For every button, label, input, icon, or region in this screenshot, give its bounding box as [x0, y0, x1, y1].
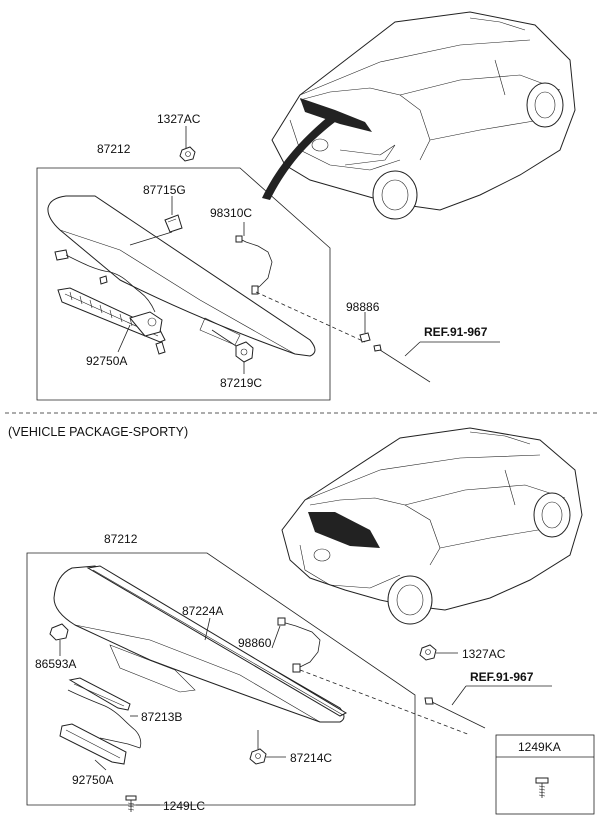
label-1249lc: 1249LC: [163, 799, 205, 813]
spoiler-87212-upper: [47, 195, 316, 357]
label-87212-upper: 87212: [97, 142, 131, 156]
washer-hose-98310c: [235, 222, 273, 295]
screw-1249lc: [125, 795, 160, 812]
grommet-87219c: [211, 329, 254, 374]
label-87212-lower: 87212: [104, 532, 138, 546]
label-92750a-upper: 92750A: [86, 354, 127, 368]
label-ref-lower: REF.91-967: [470, 670, 534, 684]
spoiler-87212-lower: [53, 565, 345, 723]
label-87214c: 87214C: [290, 751, 332, 765]
nut-1327ac-upper: [179, 126, 196, 162]
label-87224a: 87224A: [182, 604, 223, 618]
washer-hose-98860: [271, 617, 321, 673]
nut-1327ac-lower: [419, 644, 458, 661]
wiring-harness-upper: [54, 249, 156, 313]
stop-lamp-92750a-lower: [59, 723, 141, 771]
label-98310c: 98310C: [210, 206, 252, 220]
upper-section: 1327AC 87212 87715G 98310C 98886 REF.91-…: [36, 11, 576, 401]
label-86593a: 86593A: [35, 657, 76, 671]
label-92750a-lower: 92750A: [72, 773, 113, 787]
label-ref-upper: REF.91-967: [424, 325, 488, 339]
bracket-87213b: [67, 677, 142, 749]
nozzle-98886: [359, 312, 382, 352]
label-87715g: 87715G: [143, 183, 186, 197]
part-box-1249ka: [495, 734, 595, 815]
garnish-87224a: [86, 565, 348, 717]
variant-caption: (VEHICLE PACKAGE-SPORTY): [8, 425, 188, 439]
label-1327ac-upper: 1327AC: [157, 112, 201, 126]
clip-87715g: [129, 196, 183, 246]
ref-callout-upper: [379, 341, 500, 383]
clip-86593a: [49, 623, 69, 656]
label-87219c: 87219C: [220, 376, 262, 390]
pointer-swoosh-upper: [262, 115, 335, 200]
car-illustration-lower: [281, 427, 583, 625]
label-87213b: 87213B: [141, 710, 182, 724]
car-illustration-upper: [271, 11, 576, 220]
label-98886: 98886: [346, 300, 380, 314]
assembly-outline-lower: [26, 552, 416, 806]
stop-lamp-92750a-upper: [57, 287, 166, 355]
lower-section: 87212 87224A 98860 86593A 1327AC REF.91-…: [26, 427, 595, 815]
ref-callout-lower: [424, 685, 552, 729]
label-98860: 98860: [238, 636, 272, 650]
nut-87214c: [249, 730, 286, 765]
assembly-outline-upper: [36, 167, 331, 401]
label-1327ac-lower: 1327AC: [462, 647, 506, 661]
label-1249ka: 1249KA: [518, 740, 561, 754]
